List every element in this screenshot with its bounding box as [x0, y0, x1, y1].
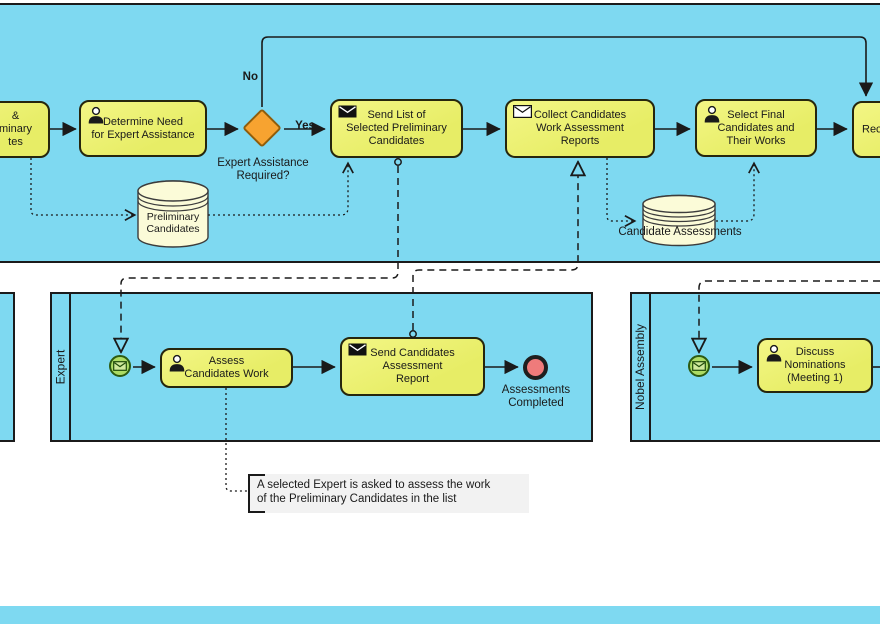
task-text-line: (Meeting 1): [787, 372, 843, 384]
data-store-preliminary-label: Preliminary Candidates: [146, 211, 200, 235]
user-icon: [86, 106, 106, 125]
task-text-line: Nominations: [784, 359, 846, 371]
task-send-list[interactable]: Send List of Selected Preliminary Candid…: [330, 99, 463, 158]
task-discuss-nominations[interactable]: Discuss Nominations (Meeting 1): [757, 338, 873, 393]
message-start-envelope-icon: [692, 361, 706, 371]
message-start-event-nobel[interactable]: [688, 355, 710, 377]
data-store-assessments-label: Candidate Assessments: [618, 226, 742, 238]
data-store-candidate-assessments[interactable]: [641, 194, 717, 253]
task-text-line: for Expert Assistance: [91, 128, 195, 141]
task-text-line: Work Assessment: [536, 122, 624, 134]
task-text-line: &: [11, 110, 20, 122]
annotation-line: A selected Expert is asked to assess the…: [257, 479, 491, 491]
task-text-line: Candidates: [368, 135, 425, 147]
pool-bottom-partial[interactable]: [0, 606, 880, 624]
task-text-line: tes: [8, 136, 23, 148]
task-text-line: Send List of: [367, 109, 426, 121]
task-text-line: Select Final: [727, 108, 785, 121]
task-partial-right[interactable]: Rec: [852, 101, 880, 158]
end-event-assessments-completed[interactable]: [523, 355, 548, 380]
task-text-line: minary: [0, 123, 32, 135]
task-text-line: Collect Candidates: [533, 109, 627, 121]
task-collect-reports[interactable]: Collect Candidates Work Assessment Repor…: [505, 99, 655, 158]
task-text-line: Reports: [560, 135, 600, 147]
message-start-envelope-icon: [113, 361, 127, 371]
gateway-question-label: Expert Assistance Required?: [217, 157, 309, 182]
task-send-assessment-report[interactable]: Send Candidates Assessment Report: [340, 337, 485, 396]
task-determine-need[interactable]: Determine Need for Expert Assistance: [79, 100, 207, 157]
user-icon: [167, 354, 187, 373]
send-envelope-icon: [337, 105, 357, 124]
send-envelope-icon: [347, 343, 367, 362]
pool-nobel-label-band[interactable]: Nobel Assembly: [632, 294, 651, 440]
task-text-line: Candidates and: [717, 121, 795, 134]
task-select-final[interactable]: Select Final Candidates and Their Works: [695, 99, 817, 157]
task-partial-left[interactable]: & minary tes: [0, 101, 50, 158]
user-icon: [702, 105, 722, 124]
flow-label-no: No: [242, 71, 258, 83]
task-text-line: Selected Preliminary: [346, 122, 447, 134]
task-text-line: Assessment: [382, 360, 443, 372]
message-start-event-expert[interactable]: [109, 355, 131, 377]
task-text-line: Rec: [862, 123, 880, 135]
pool-nobel-label: Nobel Assembly: [633, 323, 648, 411]
receive-envelope-icon: [512, 105, 532, 124]
task-text-line: Discuss: [795, 346, 835, 358]
pool-left-sliver-partial[interactable]: [0, 292, 15, 442]
annotation-line: of the Preliminary Candidates in the lis…: [257, 493, 457, 505]
task-text-line: Assess: [208, 355, 245, 367]
pool-expert-label: Expert: [53, 349, 68, 385]
task-text-line: Report: [395, 373, 430, 385]
task-text-line: Determine Need: [102, 115, 184, 128]
task-assess-candidates-work[interactable]: Assess Candidates Work: [160, 348, 293, 388]
task-text-line: Send Candidates: [370, 347, 455, 359]
task-text-line: Candidates Work: [184, 368, 269, 380]
task-text-line: Their Works: [726, 134, 786, 147]
flow-label-yes: Yes: [295, 120, 315, 132]
text-annotation[interactable]: A selected Expert is asked to assess the…: [248, 474, 529, 513]
end-event-label: Assessments Completed: [501, 384, 571, 409]
user-icon: [764, 344, 784, 363]
pool-expert-label-band[interactable]: Expert: [52, 294, 71, 440]
pool-expert[interactable]: Expert: [50, 292, 593, 442]
